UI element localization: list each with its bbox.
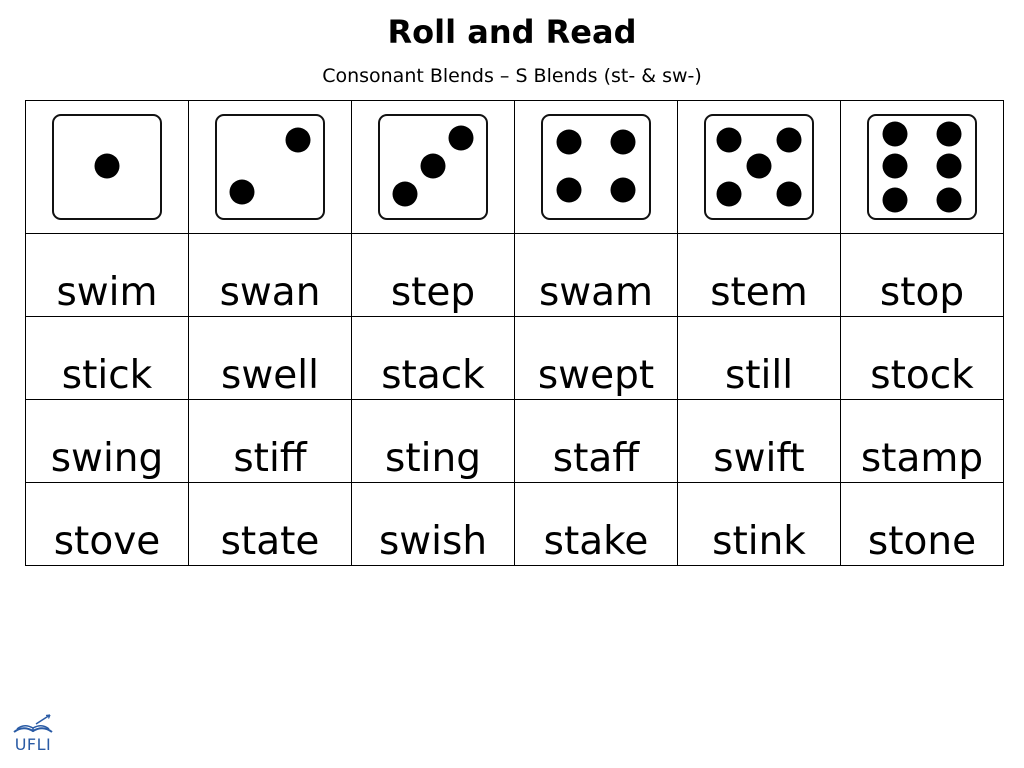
die-pip [610,129,636,155]
die-pip [882,153,908,179]
word-row-3: swing stiff sting staff swift stamp [25,399,1004,483]
word-cell: swish [351,482,515,566]
die-face [215,114,325,220]
die-cell-1 [25,100,189,234]
logo-text: UFLI [14,735,52,754]
die-cell-2 [188,100,352,234]
word-cell: swept [514,316,678,400]
die-pip [610,177,636,203]
die-3-icon [378,114,488,220]
word-cell: staff [514,399,678,483]
word-cell: swift [677,399,841,483]
die-pip [716,181,742,207]
word-cell: swim [25,233,189,317]
word-cell: step [351,233,515,317]
word-cell: state [188,482,352,566]
word-cell: stock [840,316,1004,400]
word-cell: stiff [188,399,352,483]
die-cell-5 [677,100,841,234]
die-pip [746,153,772,179]
word-cell: swing [25,399,189,483]
word-cell: stove [25,482,189,566]
word-cell: stamp [840,399,1004,483]
die-pip [556,177,582,203]
die-cell-6 [840,100,1004,234]
word-cell: sting [351,399,515,483]
dice-row [25,100,1004,234]
word-cell: swam [514,233,678,317]
die-pip [285,127,311,153]
die-pip [420,153,446,179]
die-pip [936,153,962,179]
die-pip [776,127,802,153]
die-5-icon [704,114,814,220]
word-cell: swan [188,233,352,317]
word-cell: stake [514,482,678,566]
word-cell: stick [25,316,189,400]
word-cell: stone [840,482,1004,566]
die-pip [882,187,908,213]
roll-and-read-grid: swim swan step swam stem stop stick swel… [25,100,1004,566]
die-pip [776,181,802,207]
word-row-1: swim swan step swam stem stop [25,233,1004,317]
word-cell: stack [351,316,515,400]
die-pip [448,125,474,151]
die-1-icon [52,114,162,220]
die-cell-4 [514,100,678,234]
page-title: Roll and Read [387,13,637,51]
die-cell-3 [351,100,515,234]
die-4-icon [541,114,651,220]
word-cell: still [677,316,841,400]
die-2-icon [215,114,325,220]
die-pip [229,179,255,205]
page-subtitle: Consonant Blends – S Blends (st- & sw-) [322,65,702,87]
die-pip [716,127,742,153]
die-face [541,114,651,220]
die-pip [392,181,418,207]
die-pip [556,129,582,155]
die-pip [936,187,962,213]
word-cell: stem [677,233,841,317]
word-cell: swell [188,316,352,400]
word-row-4: stove state swish stake stink stone [25,482,1004,566]
word-cell: stink [677,482,841,566]
die-6-icon [867,114,977,220]
die-pip [936,121,962,147]
word-row-2: stick swell stack swept still stock [25,316,1004,400]
ufli-logo: UFLI [10,712,56,756]
word-cell: stop [840,233,1004,317]
die-pip [882,121,908,147]
die-pip [94,153,120,179]
open-book-icon [13,714,53,733]
